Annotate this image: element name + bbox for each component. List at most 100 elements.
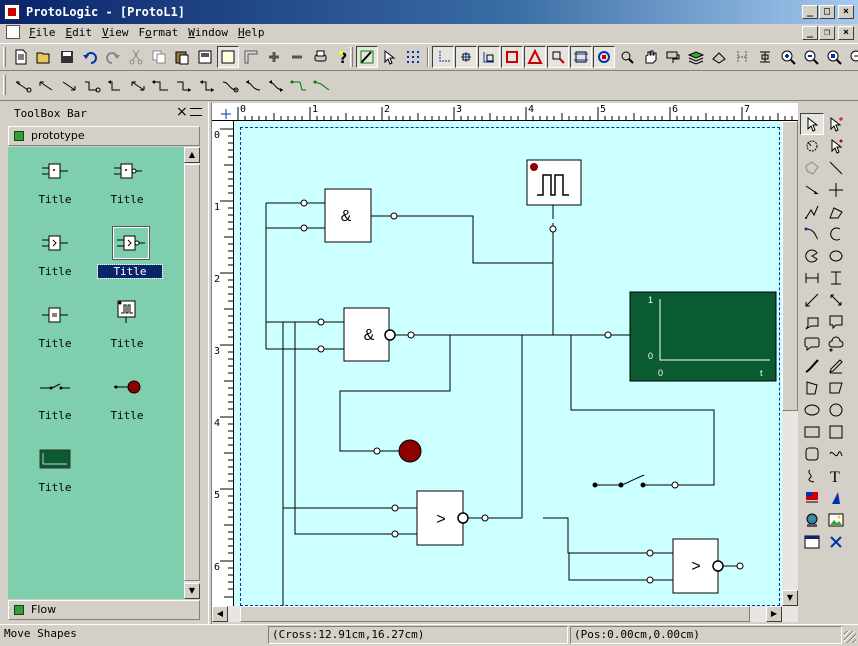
toolbox-pin-icon[interactable] [190,108,202,116]
menu-window[interactable]: Window [188,26,228,39]
dimension-angle-tool-icon[interactable] [824,289,848,311]
vscroll-down-button[interactable]: ▼ [782,590,798,606]
scroll-thumb[interactable] [184,164,200,581]
grid-icon[interactable] [402,46,424,68]
scope-display[interactable]: 1 0 0 t [604,291,777,382]
new-icon[interactable] [10,46,32,68]
align-center-icon[interactable] [754,46,776,68]
connector-arrow-icon[interactable] [35,75,57,97]
scroll-up-button[interactable]: ▲ [184,147,200,163]
comparator[interactable]: > [391,490,489,546]
undo-icon[interactable] [79,46,101,68]
group-icon[interactable] [708,46,730,68]
wire[interactable] [294,322,417,535]
comparator-2[interactable]: > [646,538,744,594]
polygon-tool-icon[interactable] [800,377,824,399]
dimension-h-tool-icon[interactable] [800,267,824,289]
snap-guide-icon[interactable] [432,46,454,68]
hscroll-right-button[interactable]: ▶ [766,606,782,622]
globe-tool-icon[interactable] [800,509,824,531]
text-tool-icon[interactable]: T [824,465,848,487]
nand-gate[interactable]: & [317,307,415,362]
circle-tool-icon[interactable] [824,399,848,421]
toolbox-scrollbar[interactable]: ▲ ▼ [184,147,200,599]
rectangle-tool-icon[interactable] [800,421,824,443]
category-prototype-tab[interactable]: prototype [8,126,200,146]
tool-item-nand-gate[interactable]: Title [92,161,162,211]
pointer-add-tool-icon[interactable] [824,113,848,135]
canvas-hscrollbar[interactable]: ◀ ▶ [212,606,798,622]
dimension-v-tool-icon[interactable] [824,267,848,289]
rounded-rect-tool-icon[interactable] [800,443,824,465]
hscroll-thumb[interactable] [240,606,750,622]
toolbar-grip[interactable] [3,47,6,67]
snap-connector-icon[interactable] [547,46,569,68]
tool-item-equal-gate[interactable]: Title [20,305,90,355]
page-view-icon[interactable] [194,46,216,68]
line-tool-icon[interactable] [824,157,848,179]
wire[interactable] [266,321,319,350]
hand-pan-icon[interactable] [639,46,661,68]
tool-item-and-gate[interactable]: Title [20,161,90,211]
freehand-poly-tool-icon[interactable] [824,201,848,223]
wire[interactable] [282,322,417,606]
vertical-text-tool-icon[interactable] [824,487,848,509]
ruler-toggle-icon[interactable] [240,46,262,68]
doc-close-button[interactable]: × [838,26,854,40]
freehand-curve-tool-icon[interactable] [824,443,848,465]
zoom-page-icon[interactable] [846,46,858,68]
category-flow-tab[interactable]: Flow [8,600,200,620]
menu-help[interactable]: Help [238,26,265,39]
connector-polyline-icon[interactable] [288,75,310,97]
bezier-tool-icon[interactable] [800,223,824,245]
tool-item-pulse-generator[interactable]: Title [92,299,162,355]
redo-icon[interactable] [102,46,124,68]
pointer-node-tool-icon[interactable] [824,135,848,157]
connector-step-arrow-icon[interactable] [173,75,195,97]
polyline-tool-icon[interactable] [800,201,824,223]
polygon-select-tool-icon[interactable] [800,157,824,179]
wire[interactable] [396,215,554,264]
tool-item-inverting-comparator[interactable]: Title [92,226,163,283]
connector-curve-icon[interactable] [219,75,241,97]
app-icon[interactable] [4,4,20,20]
connector-curve-double-icon[interactable] [265,75,287,97]
arrow-line-tool-icon[interactable] [800,179,824,201]
flag-image-tool-icon[interactable] [800,487,824,509]
wire[interactable] [265,202,304,349]
wire[interactable] [543,517,650,554]
scroll-down-button[interactable]: ▼ [184,583,200,599]
pointer-tool-icon[interactable] [800,113,824,135]
zoom-out-minus-icon[interactable] [286,46,308,68]
wire[interactable] [621,474,645,486]
lamp[interactable] [373,439,422,463]
zoom-icon[interactable] [616,46,638,68]
snap-rect-icon[interactable] [501,46,523,68]
paste-icon[interactable] [171,46,193,68]
toolbar-grip-3[interactable] [3,75,6,95]
pointer-select-icon[interactable] [379,46,401,68]
callout-rect-tool-icon[interactable] [800,311,824,333]
tool-item-comparator[interactable]: Title [20,233,90,283]
connector-elbow-arrow-icon[interactable] [104,75,126,97]
zoom-out-icon[interactable] [800,46,822,68]
cross-line-tool-icon[interactable] [824,179,848,201]
callout-box-tool-icon[interactable] [824,311,848,333]
panel-splitter[interactable] [208,102,212,624]
canvas-vscrollbar[interactable]: ▼ [782,121,798,606]
format-painter-icon[interactable] [662,46,684,68]
delete-tool-icon[interactable] [824,531,848,553]
copy-icon[interactable] [148,46,170,68]
and-gate[interactable]: & [300,188,398,243]
document-icon[interactable] [6,25,20,39]
wire[interactable] [568,553,650,581]
doc-minimize-button[interactable]: _ [802,26,818,40]
square-tool-icon[interactable] [824,421,848,443]
zoom-in-icon[interactable] [777,46,799,68]
callout-cloud-tool-icon[interactable] [824,333,848,355]
zoom-fit-icon[interactable] [823,46,845,68]
toolbox-close-icon[interactable]: × [176,104,188,120]
connector-curve-arrow-icon[interactable] [242,75,264,97]
picture-tool-icon[interactable] [824,509,848,531]
wave-tool-icon[interactable] [800,465,824,487]
